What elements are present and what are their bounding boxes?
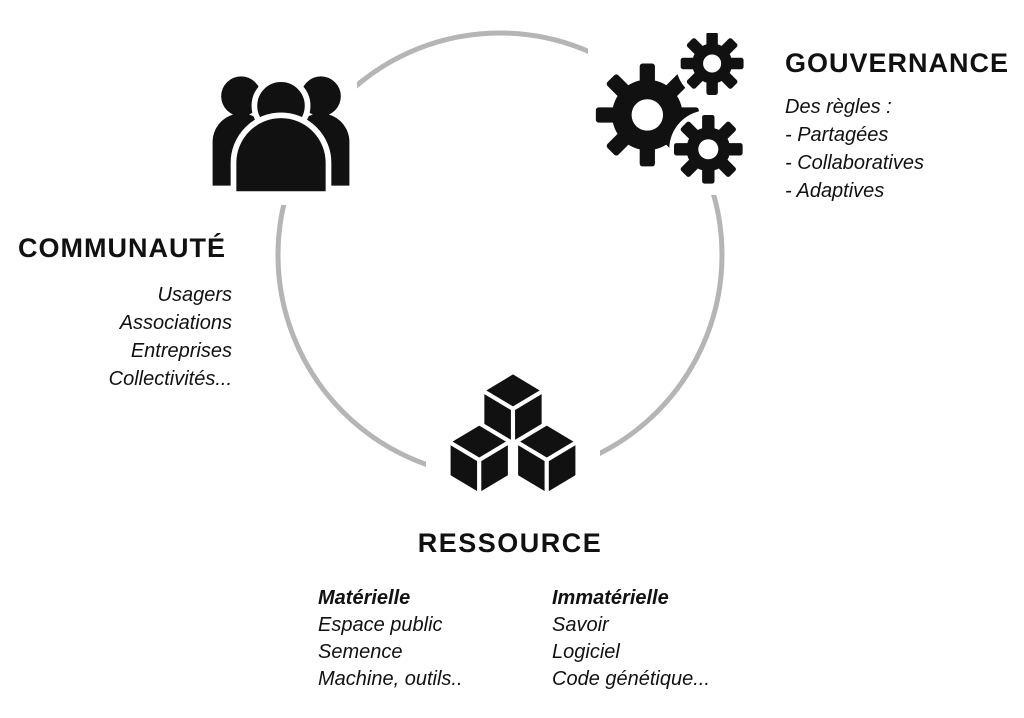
gouvernance-label: GOUVERNANCE	[785, 48, 1010, 78]
ressource-label: RESSOURCE	[417, 528, 603, 558]
cubes-icon	[426, 370, 600, 506]
ressource-item: Logiciel	[552, 641, 620, 663]
gouvernance-list: Des règles : - Partagées - Collaborative…	[785, 93, 924, 205]
ressource-item: Code génétique...	[552, 668, 710, 690]
gouvernance-intro: Des règles :	[785, 96, 892, 118]
ressource-item: Espace public	[318, 614, 443, 636]
gouvernance-item: - Collaboratives	[785, 152, 924, 174]
communaute-list: Usagers Associations Entreprises Collect…	[30, 281, 232, 393]
gears-icon	[588, 33, 760, 195]
ressource-column-materielle: Matérielle Espace public Semence Machine…	[318, 585, 463, 693]
communaute-item: Usagers	[157, 284, 232, 306]
communaute-item: Collectivités...	[108, 368, 232, 390]
ressource-column-heading: Matérielle	[318, 587, 411, 609]
people-group-icon	[205, 60, 357, 205]
communaute-item: Associations	[119, 312, 232, 334]
ressource-column-heading: Immatérielle	[552, 587, 669, 609]
ressource-item: Semence	[318, 641, 403, 663]
communaute-item: Entreprises	[130, 340, 232, 362]
gouvernance-item: - Adaptives	[785, 180, 885, 202]
ressource-column-immaterielle: Immatérielle Savoir Logiciel Code généti…	[552, 585, 710, 693]
gouvernance-item: - Partagées	[785, 124, 889, 146]
ressource-item: Savoir	[552, 614, 609, 636]
ressource-item: Machine, outils..	[318, 668, 463, 690]
communaute-label: COMMUNAUTÉ	[18, 233, 226, 263]
